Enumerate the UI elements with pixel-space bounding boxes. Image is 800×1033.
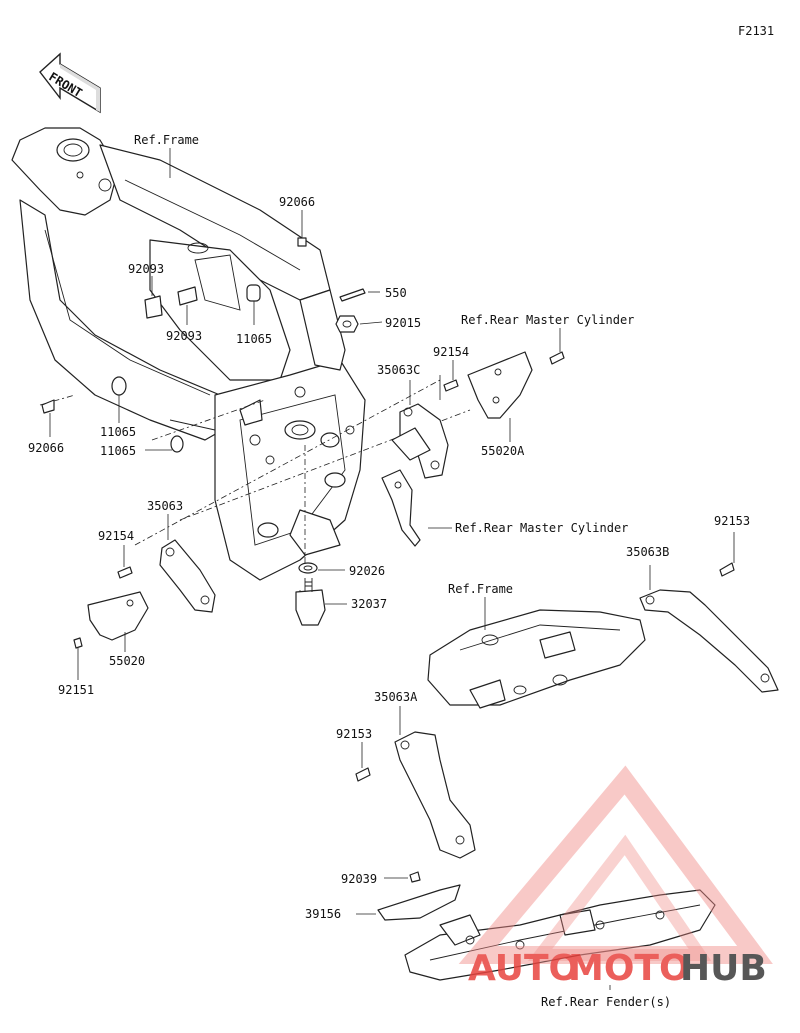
ref-frame-rear: Ref.Frame (448, 582, 513, 596)
part-label-35063a: 35063A (374, 690, 418, 704)
part-label-32037: 32037 (351, 597, 387, 611)
part-label-55020: 55020 (109, 654, 145, 668)
heel-guard-55020 (87, 591, 149, 652)
part-label-92039: 92039 (341, 872, 377, 886)
part-label-11065-b: 11065 (100, 425, 136, 439)
part-label-35063: 35063 (147, 499, 183, 513)
part-label-35063c: 35063C (377, 363, 420, 377)
footrest-bracket-35063 (159, 514, 216, 613)
part-label-35063b: 35063B (626, 545, 669, 559)
watermark-logo: AUTO MOTO HUB (458, 765, 773, 989)
ref-rear-fender: Ref.Rear Fender(s) (541, 995, 671, 1009)
washer-92026 (298, 562, 345, 574)
pin-550 (339, 288, 380, 302)
ref-master-cylinder-top: Ref.Rear Master Cylinder (461, 313, 634, 327)
rear-subframe-drawing (427, 597, 646, 709)
bolt-92154-left (117, 545, 133, 579)
watermark-triangle-icon (458, 765, 773, 964)
part-label-92066-top: 92066 (279, 195, 315, 209)
bolt-92153-right (719, 532, 735, 577)
bolt-92066-top (297, 210, 307, 247)
part-label-92093-a: 92093 (128, 262, 164, 276)
main-frame-drawing (11, 127, 366, 581)
bolt-92151 (73, 637, 83, 680)
footrest-bracket-35063a (394, 706, 476, 859)
footrest-bracket-35063c (391, 375, 449, 479)
part-label-92066-left: 92066 (28, 441, 64, 455)
part-label-92093-b: 92093 (166, 329, 202, 343)
clip-92039 (384, 871, 421, 883)
plate-92093 (144, 276, 198, 325)
part-label-39156: 39156 (305, 907, 341, 921)
mount-32037 (295, 578, 347, 626)
diagram-code: F2131 (738, 24, 774, 38)
watermark-word-c: HUB (680, 948, 767, 989)
part-label-92151: 92151 (58, 683, 94, 697)
pad-39156 (356, 884, 461, 921)
part-label-92153-right: 92153 (714, 514, 750, 528)
bolt-92153-left (355, 742, 371, 782)
bolt-92154-top (443, 360, 459, 392)
part-label-92154-left: 92154 (98, 529, 134, 543)
ref-master-cylinder-mid: Ref.Rear Master Cylinder (455, 521, 628, 535)
cap-92066-left (41, 399, 55, 437)
front-arrow-icon: FRONT (39, 52, 101, 114)
part-label-11065-a: 11065 (236, 332, 272, 346)
nut-92015 (335, 315, 383, 333)
part-label-11065-c: 11065 (100, 444, 136, 458)
part-label-92015: 92015 (385, 316, 421, 330)
grommet-11065 (111, 284, 261, 453)
rear-fender-drawing (404, 889, 716, 990)
watermark-word-a: AUTO (468, 948, 579, 989)
part-label-92153-left: 92153 (336, 727, 372, 741)
master-cylinder-drawing (381, 469, 452, 547)
part-label-550: 550 (385, 286, 407, 300)
ref-frame-top: Ref.Frame (134, 133, 199, 147)
part-label-92026: 92026 (349, 564, 385, 578)
watermark-word-b: MOTO (568, 948, 690, 989)
footrest-bracket-35063b (639, 565, 779, 693)
heel-guard-55020a (467, 351, 533, 442)
part-label-92154-top: 92154 (433, 345, 469, 359)
part-label-55020a: 55020A (481, 444, 525, 458)
bolt-master-cyl-top (549, 328, 565, 365)
